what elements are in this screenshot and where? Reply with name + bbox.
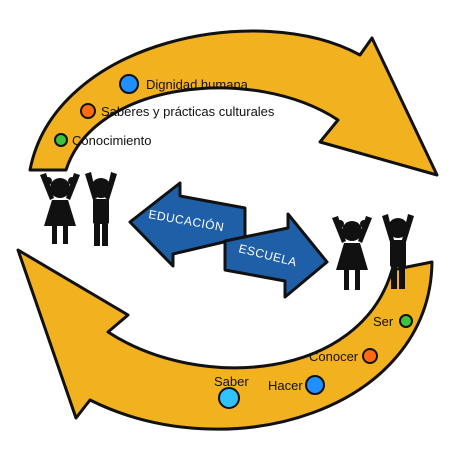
hacer-label: Hacer (268, 378, 303, 393)
conocer-dot (362, 348, 378, 364)
saberes-practicas-label: Saberes y prácticas culturales (101, 104, 275, 119)
girl-figure-right (332, 216, 372, 290)
children-cheering-icon (40, 172, 117, 246)
ser-dot (399, 314, 413, 328)
educacion-arrow: EDUCACIÓN (128, 181, 247, 268)
saberes-practicas-dot (80, 103, 96, 119)
girl-figure-left (40, 173, 80, 244)
hacer-dot (305, 375, 325, 395)
conocer-label: Conocer (309, 349, 359, 364)
saber-label: Saber (214, 374, 249, 389)
ser-label: Ser (373, 314, 394, 329)
conocimiento-dot (54, 133, 68, 147)
dignidad-humana-dot (119, 74, 139, 94)
boy-figure-left (85, 172, 117, 246)
top-cycle-arrow (28, 29, 439, 177)
conocimiento-label: Conocimiento (72, 133, 152, 148)
boy-figure-right (382, 214, 414, 289)
saber-dot (218, 387, 240, 409)
children-cheering-icon (332, 214, 414, 290)
escuela-arrow: ESCUELA (223, 212, 329, 299)
bottom-cycle-arrow (16, 248, 434, 431)
dignidad-humana-label: Dignidad humana (146, 77, 249, 92)
